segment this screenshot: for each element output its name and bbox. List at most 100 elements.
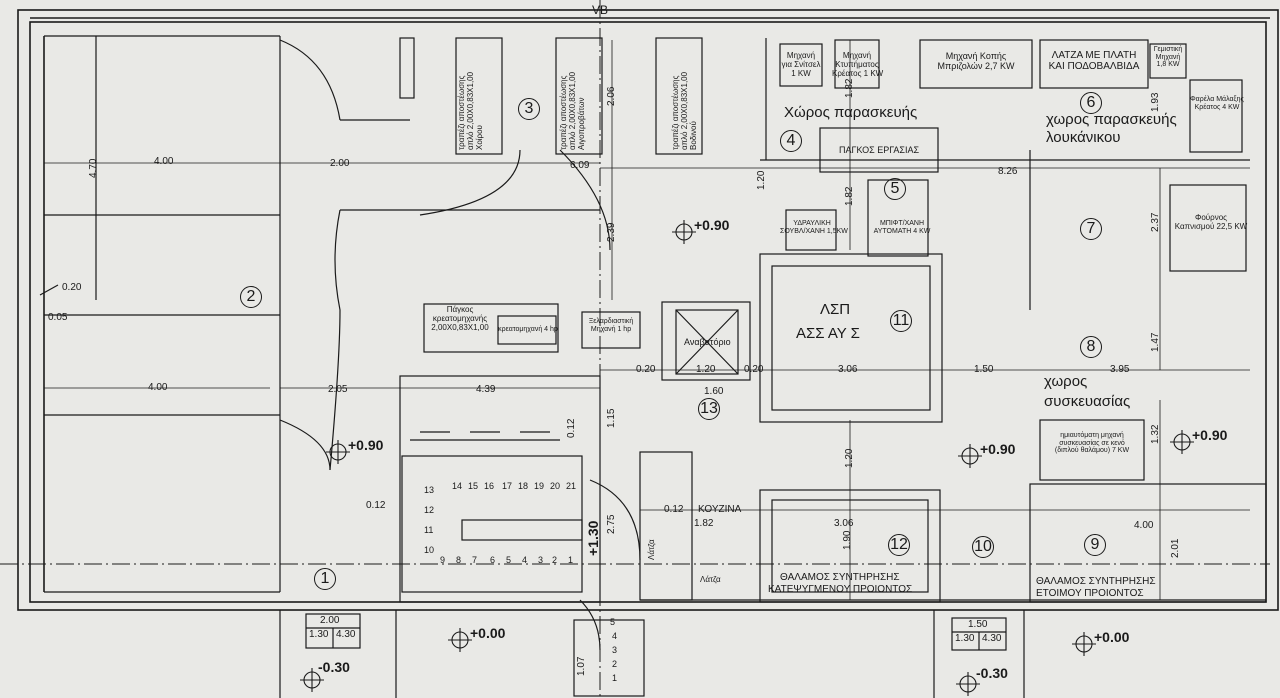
dim-text: 1.20 <box>844 448 855 468</box>
dim-text: 1.50 <box>974 364 994 375</box>
dim-text: 0.12 <box>366 500 386 511</box>
dim-text: 1.30 <box>309 629 329 640</box>
top-marker: VB <box>592 0 608 698</box>
dim-text: 4.00 <box>148 382 168 393</box>
dim-text: 2.00 <box>320 615 340 626</box>
dim-text: 4.39 <box>476 384 496 395</box>
room-number-3: 3 <box>518 98 540 120</box>
dim-text: 0.05 <box>48 312 68 323</box>
level-marker: +0.90 <box>348 437 384 453</box>
lower-rooms <box>639 419 1267 603</box>
room-number-4: 4 <box>780 130 802 152</box>
dim-text: 4.00 <box>1134 520 1154 531</box>
level-marker: +0.00 <box>1094 629 1130 645</box>
dim-text: 2.37 <box>1150 212 1161 232</box>
stair-number: 4 <box>522 555 528 565</box>
title-cold-ready-1: ΘΑΛΑΜΟΣ ΣΥΝΤΗΡΗΣΗΣ <box>1036 576 1156 587</box>
dim-text: 1.82 <box>844 78 855 98</box>
stair-number: 5 <box>610 617 616 627</box>
stair-number: 9 <box>440 555 446 565</box>
stair-number: 18 <box>518 481 529 491</box>
stair-number: 8 <box>456 555 462 565</box>
stair-number: 1 <box>612 673 618 683</box>
title-lift: Αναβατόριο <box>684 337 731 347</box>
level-marker: +1.30 <box>585 520 601 556</box>
dim-text: 1.20 <box>756 170 767 190</box>
title-packing-1: χωρος <box>1044 373 1088 390</box>
dim-text: 1.90 <box>842 530 853 550</box>
dim-text: 0.20 <box>636 364 656 375</box>
level-marker: +0.90 <box>694 217 730 233</box>
dim-text: 3.06 <box>834 518 854 529</box>
room-number-10: 10 <box>972 536 994 558</box>
title-cold-ready-2: ΕΤΟΙΜΟΥ ΠΡΟΙΟΝΤΟΣ <box>1036 588 1144 599</box>
exterior-steps <box>279 610 1025 698</box>
level-marker: +0.90 <box>1192 427 1228 443</box>
label-mincer: κρεατομηχανή 4 hp <box>498 326 558 333</box>
dim-text: 4.30 <box>336 629 356 640</box>
stair-number: 17 <box>502 481 513 491</box>
dim-text: 2.06 <box>606 86 617 106</box>
title-sausage-1: χωρος παρασκευής <box>1046 111 1177 128</box>
dimension-lines <box>44 40 1250 600</box>
stair-number: 10 <box>424 545 435 555</box>
stair-number: 4 <box>612 631 618 641</box>
label-work-bench: ΠΑΓΚΟΣ ΕΡΓΑΣΙΑΣ <box>838 145 920 155</box>
dim-text: 0.20 <box>62 282 82 293</box>
title-cold-frozen-1: ΘΑΛΑΜΟΣ ΣΥΝΤΗΡΗΣΗΣ <box>780 572 900 583</box>
title-packing-2: συσκευασίας <box>1044 393 1131 410</box>
stair-number: 7 <box>472 555 478 565</box>
dim-text: 3.95 <box>1110 364 1130 375</box>
dim-text: 1.50 <box>968 619 988 630</box>
dim-text: 4.30 <box>982 633 1002 644</box>
stair-number: 3 <box>612 645 618 655</box>
title-kitchen: ΚΟΥΖΙΝΑ <box>698 504 742 515</box>
level-marker: -0.30 <box>976 665 1008 681</box>
dim-text: 1.60 <box>704 386 724 397</box>
room-number-8: 8 <box>1080 336 1102 358</box>
dim-text: 1.47 <box>1150 332 1161 352</box>
boning-tables <box>399 37 703 155</box>
left-zone-partitions <box>39 35 281 593</box>
svg-text:VB: VB <box>592 3 608 17</box>
dim-text: 2.01 <box>1170 538 1181 558</box>
room-number-7: 7 <box>1080 218 1102 240</box>
dim-text: 2.75 <box>606 514 617 534</box>
stair-number: 11 <box>424 525 434 535</box>
room-number-12: 12 <box>888 534 910 556</box>
dim-text: 1.07 <box>576 656 587 676</box>
dim-text: 0.12 <box>664 504 684 515</box>
stair-number: 20 <box>550 481 561 491</box>
stair-number: 13 <box>424 485 435 495</box>
dim-text: 2.05 <box>328 384 348 395</box>
label-sink-kitchen-1: Λάτζα <box>647 539 656 560</box>
stair-number: 2 <box>612 659 618 669</box>
stair-number: 19 <box>534 481 545 491</box>
stair-number: 5 <box>506 555 512 565</box>
room-number-11: 11 <box>890 310 912 332</box>
stair-number: 3 <box>538 555 544 565</box>
top-equipment <box>760 38 1250 310</box>
stair-number: 6 <box>490 555 496 565</box>
dim-text: 2.39 <box>606 222 617 242</box>
stair-number: 1 <box>568 555 574 565</box>
title-sausage-2: λουκάνικου <box>1046 129 1121 146</box>
dim-text: 1.93 <box>1150 92 1161 112</box>
dim-text: 2.00 <box>330 158 350 169</box>
meat-bench <box>423 303 641 353</box>
